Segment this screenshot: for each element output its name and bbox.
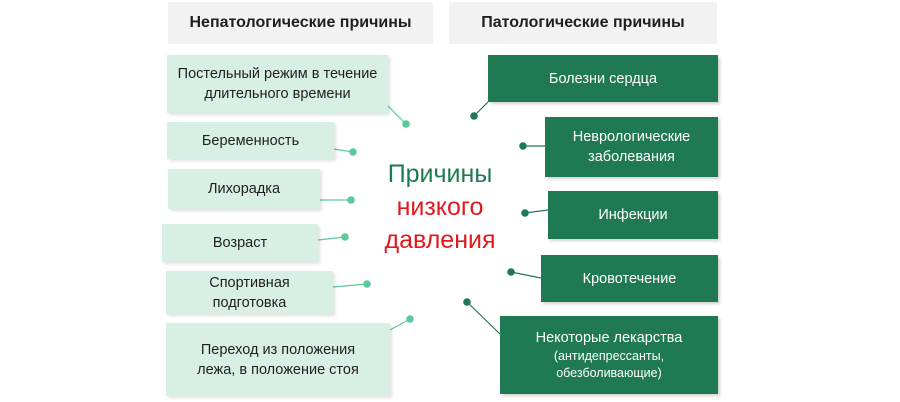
connector-right-3 bbox=[524, 209, 549, 214]
connector-left-6 bbox=[389, 318, 411, 331]
cause-medications-line1: Некоторые лекарства bbox=[535, 330, 683, 346]
cause-pregnancy-label: Беременность bbox=[201, 132, 300, 149]
cause-orthostatic: Переход из положения лежа, в положение с… bbox=[166, 323, 390, 396]
cause-sports-training-line2: подготовка bbox=[212, 294, 287, 311]
cause-medications-line2: (антидепрессанты, bbox=[553, 349, 665, 363]
connector-dot-left-4 bbox=[341, 233, 349, 241]
header-non-pathological: Непатологические причины bbox=[168, 2, 433, 44]
cause-neurological: Неврологические заболевания bbox=[545, 117, 718, 177]
connector-dot-right-4 bbox=[507, 268, 515, 276]
cause-bleeding: Кровотечение bbox=[541, 255, 718, 302]
title-line2: низкого bbox=[396, 193, 484, 221]
cause-sports-training-line1: Спортивная bbox=[209, 274, 290, 291]
cause-medications-line3: обезболивающие) bbox=[556, 366, 662, 380]
cause-heart-disease: Болезни сердца bbox=[488, 55, 718, 102]
cause-infections-label: Инфекции bbox=[598, 207, 668, 223]
cause-age-label: Возраст bbox=[212, 235, 268, 251]
cause-bed-rest: Постельный режим в течение длительного в… bbox=[167, 55, 388, 113]
cause-heart-disease-label: Болезни сердца bbox=[548, 70, 658, 87]
connector-dot-left-3 bbox=[347, 196, 355, 204]
connector-dot-right-5 bbox=[463, 298, 471, 306]
connector-dot-left-6 bbox=[406, 315, 414, 323]
connector-dot-left-5 bbox=[363, 280, 371, 288]
connector-dot-left-1 bbox=[402, 120, 410, 128]
cause-pregnancy: Беременность bbox=[167, 122, 334, 159]
cause-age: Возраст bbox=[162, 224, 318, 262]
connector-left-5 bbox=[332, 283, 368, 288]
connector-dot-left-2 bbox=[349, 148, 357, 156]
connector-dot-right-1 bbox=[470, 112, 478, 120]
connector-left-4 bbox=[317, 236, 346, 241]
cause-orthostatic-line1: Переход из положения bbox=[200, 341, 356, 358]
connector-right-5 bbox=[466, 301, 501, 335]
connector-right-4 bbox=[510, 271, 542, 279]
cause-neurological-line1: Неврологические bbox=[572, 129, 691, 145]
header-pathological: Патологические причины bbox=[449, 2, 717, 44]
connector-dot-right-3 bbox=[521, 209, 529, 217]
cause-medications: Некоторые лекарства (антидепрессанты, об… bbox=[500, 316, 718, 394]
cause-orthostatic-line2: лежа, в положение стоя bbox=[197, 361, 359, 378]
cause-bleeding-label: Кровотечение bbox=[582, 270, 677, 287]
cause-infections: Инфекции bbox=[548, 191, 718, 239]
cause-bed-rest-line2: длительного времени bbox=[204, 86, 351, 102]
title-line3: давления bbox=[384, 226, 496, 254]
connector-left-1 bbox=[387, 105, 407, 125]
cause-sports-training: Спортивная подготовка bbox=[166, 271, 333, 314]
cause-fever: Лихорадка bbox=[168, 169, 320, 209]
diagram-title: Причины низкого давления bbox=[360, 158, 520, 257]
cause-neurological-line2: заболевания bbox=[588, 149, 675, 165]
connector-dot-right-2 bbox=[519, 142, 527, 150]
cause-fever-label: Лихорадка bbox=[207, 181, 281, 197]
cause-bed-rest-line1: Постельный режим в течение bbox=[177, 66, 378, 82]
title-line1: Причины bbox=[387, 160, 493, 188]
